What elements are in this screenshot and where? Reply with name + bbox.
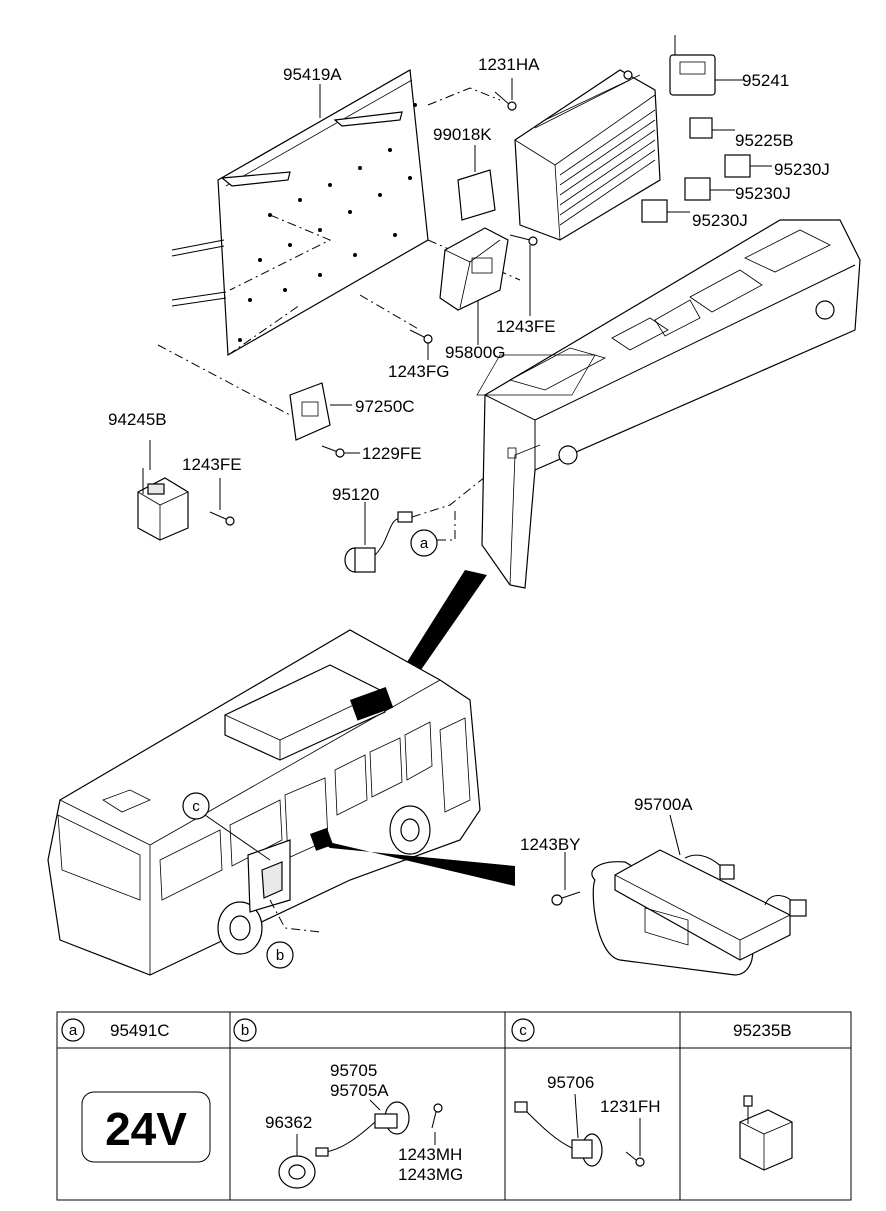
screw-1243MH — [431, 1103, 443, 1145]
label-95700A: 95700A — [634, 795, 693, 814]
label-95241: 95241 — [742, 71, 789, 90]
label-95705: 95705 — [330, 1061, 377, 1080]
relay-94245B — [137, 440, 189, 541]
pointer-wedge-lower — [320, 840, 515, 886]
table-header-c: c — [511, 1018, 535, 1042]
screw-1229FE — [321, 445, 360, 458]
label-1231FH: 1231FH — [600, 1097, 660, 1116]
screw-1231FH — [625, 1118, 645, 1167]
table-header-b: b — [233, 1018, 257, 1042]
ref-circle-b: b — [266, 941, 294, 969]
label-1243MH: 1243MH — [398, 1145, 462, 1164]
label-1243BY: 1243BY — [520, 835, 581, 854]
box-95700A — [591, 814, 807, 976]
label-99018K: 99018K — [433, 125, 492, 144]
screw-1231HA — [494, 78, 517, 111]
svg-text:a: a — [69, 1022, 78, 1039]
module-99018K — [457, 145, 496, 221]
relay-95241 — [669, 35, 745, 96]
svg-text:c: c — [192, 798, 200, 815]
mounting-panel — [171, 69, 429, 357]
svg-text:c: c — [519, 1022, 527, 1039]
label-95800G: 95800G — [445, 343, 506, 362]
relay-95235B — [739, 1095, 793, 1171]
label-95419A: 95419A — [283, 65, 342, 84]
table-header-95491C: 95491C — [110, 1021, 170, 1040]
table-header-95235B: 95235B — [733, 1021, 792, 1040]
screw-1243FG — [409, 329, 433, 360]
label-95230J-3: 95230J — [692, 211, 748, 230]
relay-95230J-3 — [641, 199, 690, 223]
svg-text:b: b — [241, 1022, 249, 1039]
screw-1243FE-2 — [209, 478, 235, 526]
label-97250C: 97250C — [355, 397, 415, 416]
label-95230J-1: 95230J — [774, 160, 830, 179]
socket-95706 — [514, 1093, 603, 1167]
label-1243FE-2: 1243FE — [182, 455, 242, 474]
svg-text:24V: 24V — [105, 1103, 187, 1155]
label-95230J-2: 95230J — [735, 184, 791, 203]
label-1243FE-1: 1243FE — [496, 317, 556, 336]
grommet-96362 — [278, 1134, 316, 1189]
label-95120: 95120 — [332, 485, 379, 504]
module-95800G — [439, 227, 509, 345]
label-1243MG: 1243MG — [398, 1165, 463, 1184]
label-96362: 96362 — [265, 1113, 312, 1132]
table-header-a: a — [61, 1018, 85, 1042]
parts-table: a 95491C b c 95235B 24V 95705 95705A 963… — [56, 1011, 852, 1201]
svg-text:b: b — [276, 947, 284, 964]
bus-illustration — [47, 629, 481, 976]
module-97250C — [289, 382, 352, 441]
label-95705A: 95705A — [330, 1081, 389, 1100]
socket-95705 — [315, 1099, 410, 1157]
relay-95225B — [689, 117, 735, 139]
relay-junction-box — [514, 69, 661, 241]
screw-1243FE-1 — [509, 234, 538, 316]
ref-circle-a: a — [410, 529, 438, 557]
label-95225B: 95225B — [735, 131, 794, 150]
svg-text:a: a — [420, 535, 429, 552]
sensor-95120 — [344, 461, 514, 573]
label-1231HA: 1231HA — [478, 55, 540, 74]
screw-1243BY — [551, 852, 581, 906]
relay-95230J-1 — [724, 154, 772, 178]
dashboard-panel — [476, 219, 861, 589]
ref-circle-c: c — [182, 792, 210, 820]
label-24v-plate: 24V — [81, 1091, 211, 1163]
relay-95230J-2 — [684, 177, 735, 201]
label-95706: 95706 — [547, 1073, 594, 1092]
label-1243FG: 1243FG — [388, 362, 449, 381]
label-1229FE: 1229FE — [362, 444, 422, 463]
label-94245B: 94245B — [108, 410, 167, 429]
